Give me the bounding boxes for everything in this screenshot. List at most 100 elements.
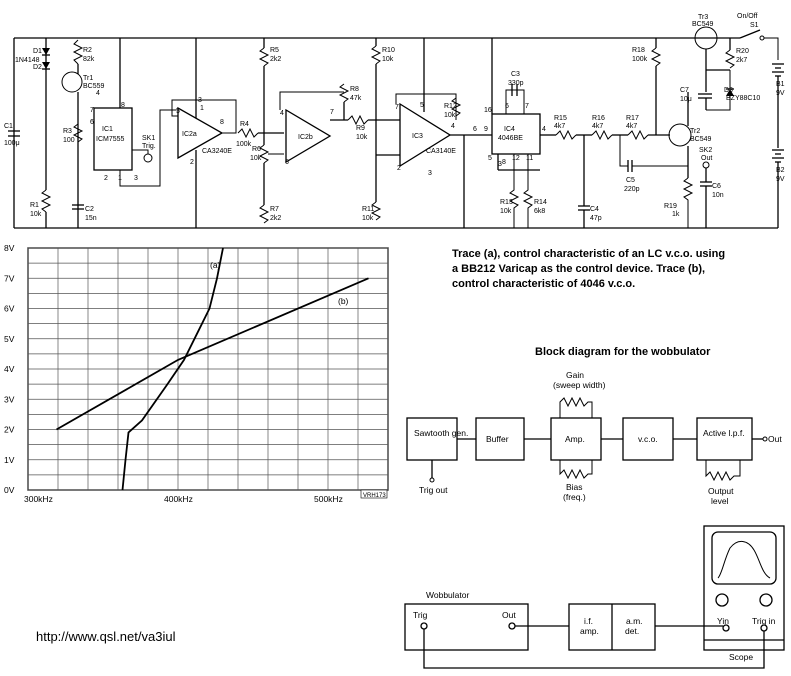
pin-number: 4 (280, 110, 284, 117)
r15-label: R15 (554, 115, 567, 122)
yin-label: Yin (717, 616, 729, 626)
d1-type: 1N4148 (15, 57, 40, 64)
tr3-label: Tr3 (698, 14, 708, 21)
ic1-type: ICM7555 (96, 136, 125, 143)
caption-line-2: a BB212 Varicap as the control device. T… (452, 263, 705, 275)
r8-potentiometer (338, 83, 350, 103)
wobbulator-box (404, 603, 529, 651)
r19-potentiometer (682, 177, 694, 228)
ic2a-type: CA3240E (202, 148, 232, 155)
r6-potentiometer (258, 144, 270, 164)
r11-label: R11 (362, 206, 374, 213)
b1-value: 9V (776, 90, 785, 97)
b2-battery (772, 149, 784, 163)
ic2b-label: IC2b (298, 134, 313, 141)
r1-value: 10k (30, 211, 42, 218)
sk2-socket (702, 161, 710, 169)
d2-label: D2 (33, 64, 42, 71)
pin-number: 2 (190, 159, 194, 166)
wob-out-label: Out (502, 610, 516, 620)
c6-value: 10n (712, 192, 724, 199)
r5-resistor (258, 47, 270, 67)
r13-value: 10k (500, 208, 512, 215)
pin-number: 6 (90, 119, 94, 126)
scope-trace (717, 541, 771, 579)
r18-value: 100k (632, 56, 648, 63)
gain-sublabel: (sweep width) (553, 380, 606, 390)
r18-resistor (650, 47, 662, 67)
ic4-type: 4046BE (498, 135, 523, 142)
pin-number: 2 (104, 175, 108, 182)
r5-label: R5 (270, 47, 279, 54)
sk2-label: SK2 (699, 147, 712, 154)
r14-label: R14 (534, 199, 547, 206)
scope-label: Scope (729, 652, 753, 662)
amp-label: Amp. (565, 434, 585, 444)
ic1-label: IC1 (102, 126, 113, 133)
x-tick-label: 400kHz (164, 494, 193, 504)
r9-resistor (347, 114, 369, 126)
pin-number: 5 (420, 102, 424, 109)
pin-number: 4 (451, 123, 455, 130)
pin-number: 3 (498, 161, 502, 168)
b1-label: B1 (776, 81, 785, 88)
r9-value: 10k (356, 134, 368, 141)
tr3-type: BC549 (692, 21, 714, 28)
pin-number: 6 (473, 126, 477, 133)
y-tick-label: 2V (4, 425, 15, 435)
caption-line-3: control characteristic of 4046 v.c.o. (452, 278, 635, 290)
r9-label: R9 (356, 125, 365, 132)
r10-value: 10k (382, 56, 394, 63)
block-diagram: Block diagram for the wobbulator Sawtoot… (406, 346, 782, 506)
pin-number: 3 (134, 175, 138, 182)
lpf-block (696, 417, 753, 461)
y-tick-label: 1V (4, 455, 15, 465)
r6-label: R6 (252, 146, 261, 153)
r12-label: R12 (444, 103, 457, 110)
r19-value: 1k (672, 211, 680, 218)
c6-label: C6 (712, 183, 721, 190)
pin-number: 7 (330, 109, 334, 116)
pin-number: 7 (90, 107, 94, 114)
pin-number: 7 (525, 103, 529, 110)
graph-grid (27, 247, 389, 491)
y-tick-label: 7V (4, 273, 15, 283)
c2-label: C2 (85, 206, 94, 213)
trace-b-label: (b) (338, 296, 349, 306)
pin-number: 3 (428, 170, 432, 177)
circuit-schematic: C1 100μ D1 D2 1N4148 R1 10k R2 82k Tr1 B… (4, 13, 785, 229)
trace-a-label: (a) (210, 260, 221, 270)
pin-number: 7 (395, 104, 399, 111)
lpf-label: Active l.p.f. (703, 428, 745, 438)
c7-label: C7 (680, 87, 689, 94)
d3-type: BZY88C10 (726, 95, 760, 102)
r16-resistor (591, 129, 613, 141)
pin-number: 12 (512, 155, 520, 162)
trace-a-line (121, 247, 224, 491)
tr2-label: Tr2 (690, 128, 700, 135)
r7-label: R7 (270, 206, 279, 213)
trig-out-label: Trig out (419, 485, 448, 495)
bias-sublabel: (freq.) (563, 492, 586, 502)
r10-resistor (370, 45, 382, 65)
ic3-opamp (399, 102, 452, 168)
pin-number: 5 (176, 108, 180, 115)
trig-in-label: Trig in (752, 616, 776, 626)
b1-battery (772, 63, 784, 77)
c1-value: 100μ (4, 140, 20, 147)
y-tick-label: 6V (4, 304, 15, 314)
pin-number: 4 (542, 126, 546, 133)
scope-knob-right (759, 593, 773, 607)
d1-label: D1 (33, 48, 42, 55)
r12-resistor (450, 97, 462, 117)
r3-resistor (72, 123, 84, 143)
if-label: i.f. (584, 616, 593, 626)
r4-label: R4 (240, 121, 249, 128)
scope-screen (711, 531, 777, 585)
y-tick-label: 0V (4, 485, 15, 495)
r20-resistor (724, 49, 736, 69)
ic1-chip (93, 107, 133, 171)
